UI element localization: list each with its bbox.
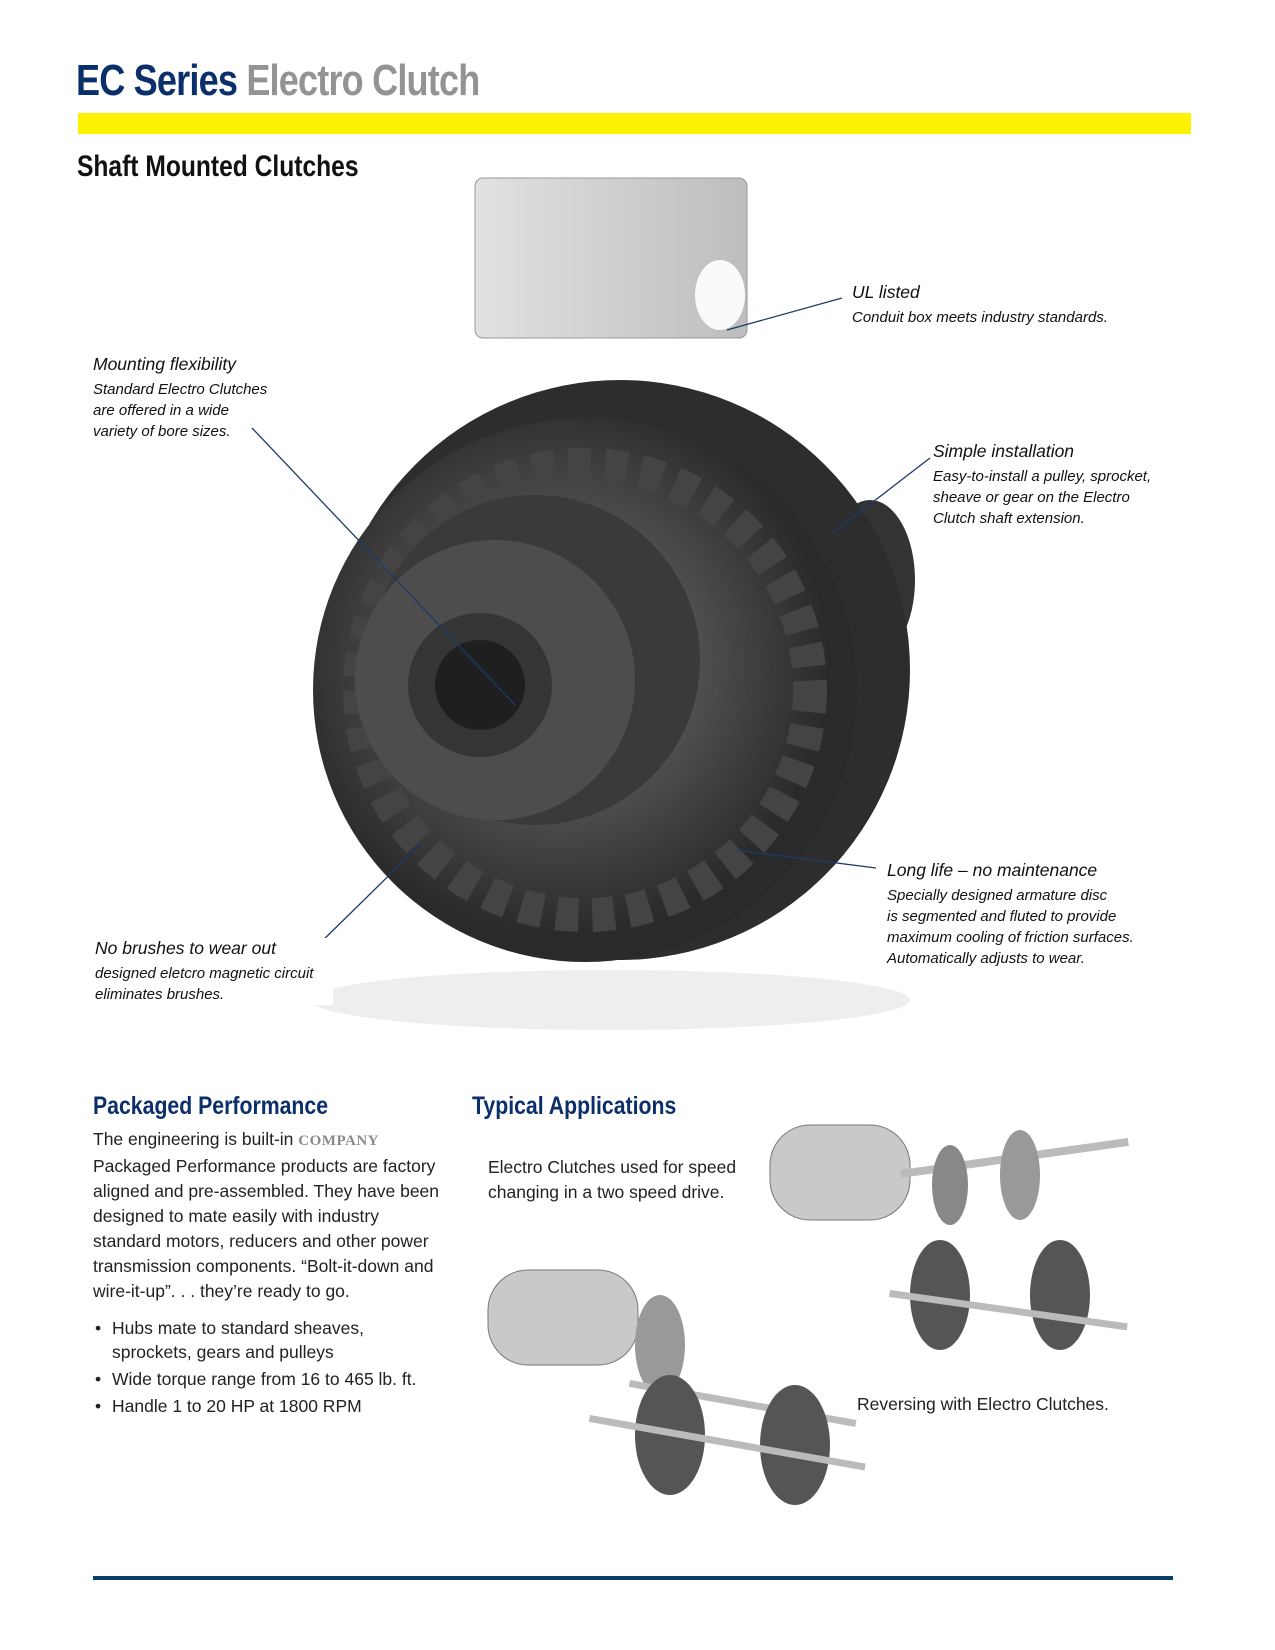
page-title: EC Series Electro Clutch [76, 56, 480, 105]
clutch-illustration [251, 177, 931, 1030]
list-item: Wide torque range from 16 to 465 lb. ft. [93, 1367, 443, 1391]
bore [435, 640, 525, 730]
footer-rule [93, 1576, 1173, 1580]
packaged-performance-section: Packaged Performance The engineering is … [93, 1092, 443, 1421]
packaged-heading: Packaged Performance [93, 1092, 329, 1120]
two-speed-drive [769, 1124, 1129, 1350]
packaged-body: The engineering is built-in COMPANY Pack… [93, 1129, 440, 1301]
caption-speed-change: Electro Clutches used for speed changing… [488, 1157, 737, 1202]
yellow-divider [78, 113, 1191, 134]
applications-illustration [487, 1124, 1129, 1505]
list-item: Handle 1 to 20 HP at 1800 RPM [93, 1394, 443, 1418]
applications-heading: Typical Applications [472, 1092, 677, 1120]
section-title: Shaft Mounted Clutches [77, 150, 359, 183]
feature-list: Hubs mate to standard sheaves, sprockets… [93, 1316, 443, 1418]
reversing-drive [487, 1269, 866, 1505]
conduit-box [474, 177, 748, 339]
caption-reversing: Reversing with Electro Clutches. [857, 1394, 1109, 1414]
list-item: Hubs mate to standard sheaves, sprockets… [93, 1316, 443, 1364]
company-logo-text: COMPANY [298, 1133, 379, 1149]
